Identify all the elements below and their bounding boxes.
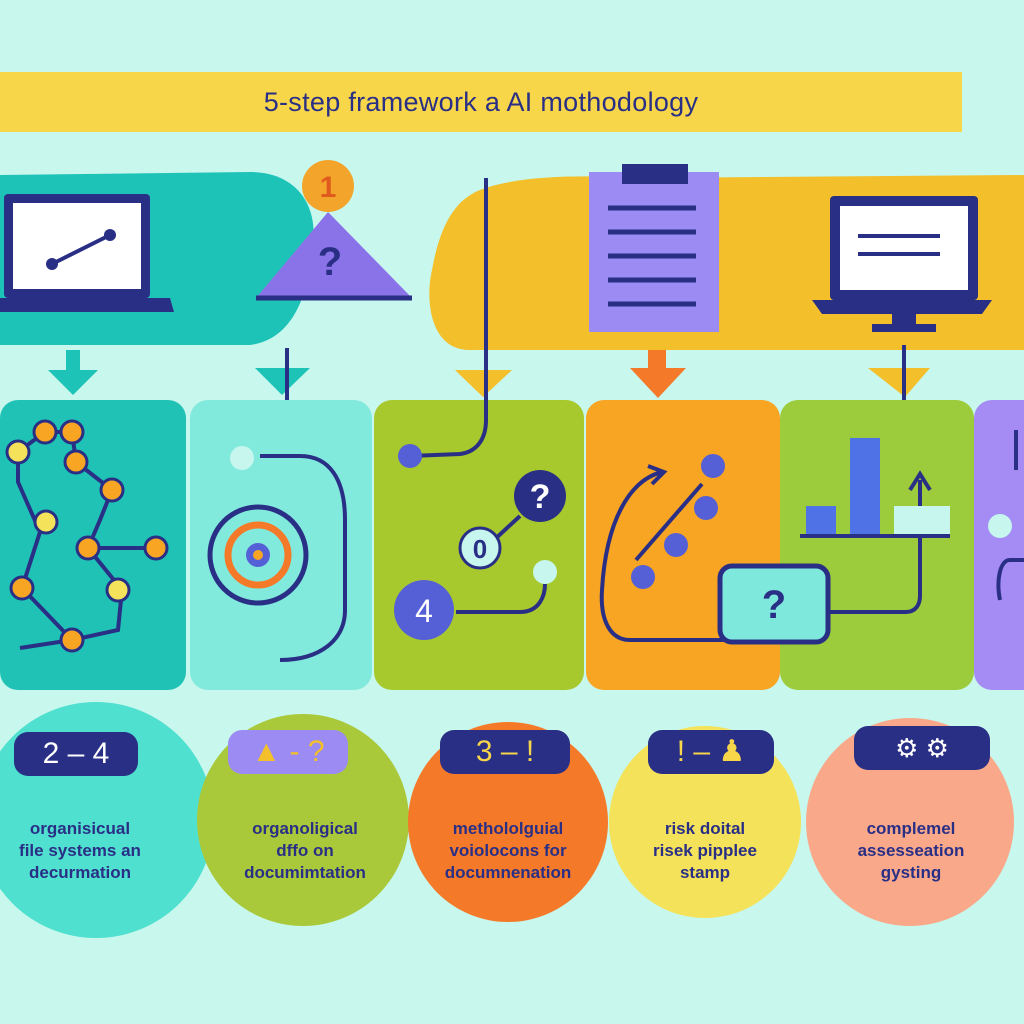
flow-node-label: 0 <box>473 534 487 564</box>
connector-line <box>409 178 488 458</box>
page-title: 5-step framework a AI mothodology <box>263 87 699 117</box>
caption-line: decurmation <box>28 863 132 882</box>
flow-icon: ? 0 4 <box>394 444 566 640</box>
step-badge-5: ⚙ ⚙ <box>854 726 990 770</box>
target-icon <box>207 446 347 662</box>
down-arrow-3 <box>455 370 512 397</box>
step-panel-6 <box>974 400 1024 690</box>
scatter-icon: ? <box>599 454 932 645</box>
caption-line: voiolocons for <box>449 841 567 860</box>
warning-digit: 1 <box>320 171 337 204</box>
partial-panel-icon <box>988 430 1024 601</box>
caption-line: risek pipplee <box>653 841 757 860</box>
caption-line: documnenation <box>444 863 572 882</box>
caption-line: risk doital <box>664 819 746 838</box>
step-badge-1: 2 – 4 <box>14 732 138 776</box>
caption-line: organoligical <box>252 819 358 838</box>
step-badge-3: 3 – ! <box>440 730 570 774</box>
monitor-icon <box>812 196 992 332</box>
question-mark: ? <box>318 240 342 284</box>
clipboard-icon <box>589 164 719 332</box>
step-badge-4: ! – ♟ <box>648 730 774 774</box>
laptop-icon <box>0 194 174 312</box>
step-caption-5: complemel assesseation gysting <box>828 818 994 884</box>
step-caption-2: organoligical dffo on documimtation <box>215 818 395 884</box>
flow-step-number: 4 <box>415 593 433 629</box>
scatter-question-mark: ? <box>762 583 786 627</box>
caption-line: file systems an <box>19 841 141 860</box>
step-caption-4: risk doital risek pipplee stamp <box>630 818 780 884</box>
flow-question-mark: ? <box>530 478 551 516</box>
step-circle-4 <box>609 726 801 918</box>
warning-triangle-icon: 1 ? <box>256 160 412 301</box>
network-graph-icon <box>5 419 169 653</box>
step-panel-2 <box>190 400 372 690</box>
caption-line: methololguial <box>452 819 564 838</box>
step-caption-3: methololguial voiolocons for documnenati… <box>425 818 591 884</box>
caption-line: dffo on <box>276 841 334 860</box>
step-caption-1: organisicual file systems an decurmation <box>0 818 160 884</box>
step-badge-2: ▲ - ? <box>228 730 348 774</box>
down-arrow-4 <box>630 350 686 398</box>
bar-chart-icon <box>800 438 950 538</box>
caption-line: gysting <box>880 863 942 882</box>
caption-line: assesseation <box>857 841 965 860</box>
caption-line: documimtation <box>244 863 366 882</box>
step-circle-5 <box>806 718 1014 926</box>
down-arrow-1 <box>48 350 98 395</box>
title-bar <box>0 72 962 132</box>
caption-line: organisicual <box>29 819 131 838</box>
caption-line: stamp <box>679 863 731 882</box>
caption-line: complemel <box>866 819 956 838</box>
